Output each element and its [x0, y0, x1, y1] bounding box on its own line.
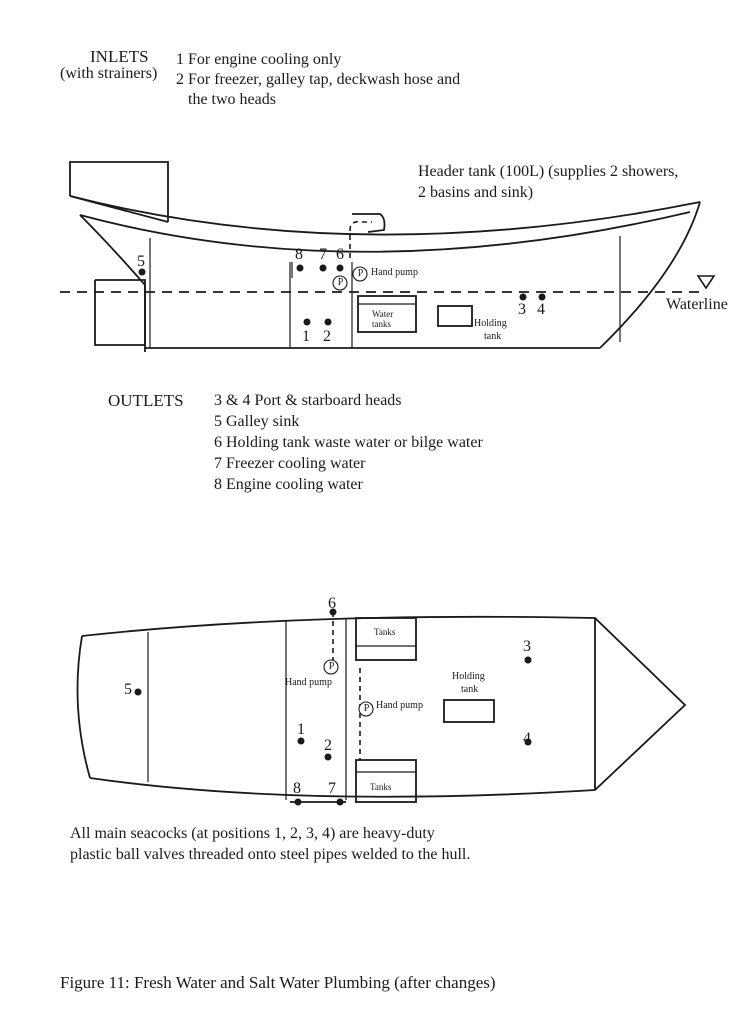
plan-point-5-label: 5	[124, 681, 132, 698]
side-point-6-label: 6	[336, 246, 344, 263]
plan-holding-tank-label: Holding	[452, 671, 485, 682]
outlets-title: OUTLETS	[108, 391, 184, 410]
plan-hand-pump-right-label: Hand pump	[376, 700, 423, 711]
side-point-3-label: 3	[518, 301, 526, 318]
seacock-note: All main seacocks (at positions 1, 2, 3,…	[70, 825, 435, 842]
side-point-4-label: 4	[537, 301, 545, 318]
side-point-8-label: 8	[295, 246, 303, 263]
side-point-5-label: 5	[137, 253, 145, 270]
side-view-hull	[60, 161, 716, 352]
side-water-tanks-label: Water	[372, 309, 394, 319]
header-tank-label-2: 2 basins and sink)	[418, 184, 534, 201]
plan-point-4-label: 4	[523, 730, 531, 747]
outlet-item-3: 6 Holding tank waste water or bilge wate…	[214, 434, 483, 451]
side-holding-tank-label-2: tank	[484, 331, 502, 342]
plan-view-points	[134, 608, 532, 806]
side-point-1-label: 1	[302, 328, 310, 345]
plan-pump-symbol-1: P	[328, 661, 335, 672]
plan-point-1-label: 1	[297, 721, 305, 738]
side-water-tanks-label-2: tanks	[372, 319, 391, 329]
side-point-2-label: 2	[323, 328, 331, 345]
side-pump-symbol-2: P	[357, 268, 364, 279]
waterline-label: Waterline	[666, 296, 728, 313]
outlet-item-2: 5 Galley sink	[214, 413, 300, 430]
inlet-item-2: 2 For freezer, galley tap, deckwash hose…	[176, 71, 461, 88]
plan-point-2-label: 2	[324, 737, 332, 754]
inlet-item-1: 1 For engine cooling only	[176, 51, 342, 68]
outlet-item-5: 8 Engine cooling water	[214, 476, 363, 493]
plan-hand-pump-left-label: Hand pump	[285, 677, 332, 688]
plan-pump-symbol-2: P	[363, 703, 370, 714]
header-tank-label: Header tank (100L) (supplies 2 showers,	[418, 163, 679, 180]
plan-holding-tank-label-2: tank	[461, 684, 479, 695]
plan-tanks-bottom-label: Tanks	[370, 782, 392, 792]
seacock-note-2: plastic ball valves threaded onto steel …	[70, 846, 471, 863]
plan-point-6-label: 6	[328, 595, 336, 612]
outlet-item-1: 3 & 4 Port & starboard heads	[214, 392, 402, 409]
figure-caption: Figure 11: Fresh Water and Salt Water Pl…	[60, 973, 496, 992]
plan-point-7-label: 7	[328, 780, 336, 797]
inlets-subtitle: (with strainers)	[60, 65, 158, 82]
side-view-points	[138, 264, 546, 326]
side-point-7-label: 7	[319, 246, 327, 263]
inlets-title: INLETS	[90, 47, 149, 66]
side-holding-tank-label: Holding	[474, 318, 507, 329]
outlet-item-4: 7 Freezer cooling water	[214, 455, 366, 472]
plan-point-3-label: 3	[523, 638, 531, 655]
plan-point-8-label: 8	[293, 780, 301, 797]
plan-tanks-top-label: Tanks	[374, 627, 396, 637]
inlet-item-2-cont: the two heads	[188, 91, 276, 108]
plan-view-hull	[76, 612, 687, 803]
side-hand-pump-label: Hand pump	[371, 267, 418, 278]
side-pump-symbol-1: P	[337, 277, 344, 288]
